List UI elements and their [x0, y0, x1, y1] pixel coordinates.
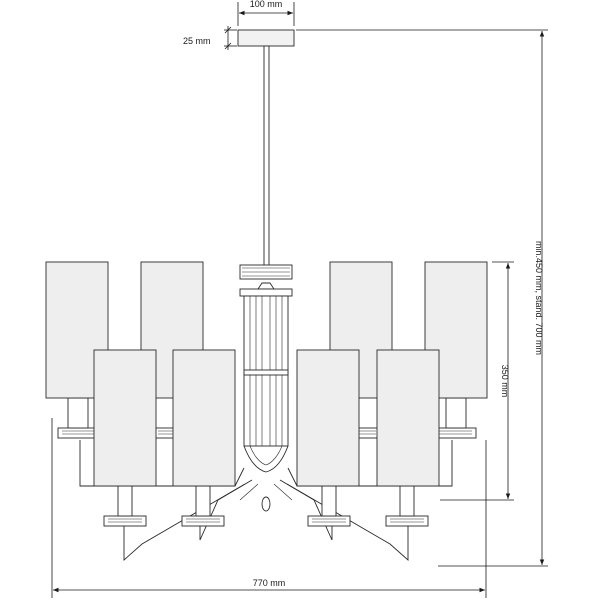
arm-right-back	[287, 440, 453, 487]
shade-front-4	[376, 349, 440, 487]
shade-front-3	[296, 349, 360, 487]
column-bottom-curve	[243, 445, 289, 473]
cup-left-front	[103, 515, 147, 527]
arm-right-outer	[286, 483, 409, 562]
canopy-height-tick-bottom	[224, 42, 232, 50]
candle-left-inner-front	[195, 485, 211, 517]
back-shades	[45, 261, 488, 399]
cup-right-back	[433, 427, 477, 439]
shade-front-1	[93, 349, 157, 487]
suspension-rod	[263, 45, 270, 267]
dimension-labels: 100 mm 25 mm min.450 mm, stand. 700 mm 3…	[183, 0, 544, 588]
candle-left-back	[67, 397, 89, 429]
overall-height-label: min.450 mm, stand. 700 mm	[534, 241, 544, 355]
candle-left-front	[117, 485, 133, 517]
chandelier	[45, 29, 488, 562]
overall-width-label: 770 mm	[253, 578, 286, 588]
canopy-height-label: 25 mm	[183, 36, 211, 46]
dimension-lines	[51, 2, 548, 598]
canopy-width-label: 100 mm	[250, 0, 283, 9]
central-column	[239, 264, 293, 512]
arm-left-back	[79, 440, 245, 487]
cup-right-front	[385, 515, 429, 527]
cup-left-inner-front	[181, 515, 225, 527]
shade-front-2	[172, 349, 236, 487]
candle-right-back	[445, 397, 467, 429]
column-finial	[257, 282, 275, 290]
cup-right-inner-front	[307, 515, 351, 527]
front-shades	[93, 349, 440, 487]
column-top-ring-knurl	[242, 267, 290, 277]
candle-right-front	[399, 485, 415, 517]
shade-height-label: 350 mm	[500, 365, 510, 398]
arm-left-outer	[123, 483, 246, 562]
column-upper-band	[239, 288, 293, 297]
candle-right-inner-front	[321, 485, 337, 517]
column-inner-curve	[249, 445, 283, 466]
canopy-height-tick-top	[224, 26, 232, 34]
column-bottom-finial	[261, 496, 271, 512]
ceiling-canopy	[237, 29, 295, 47]
arm-center-links	[239, 483, 293, 501]
column-mid-band	[243, 369, 289, 376]
